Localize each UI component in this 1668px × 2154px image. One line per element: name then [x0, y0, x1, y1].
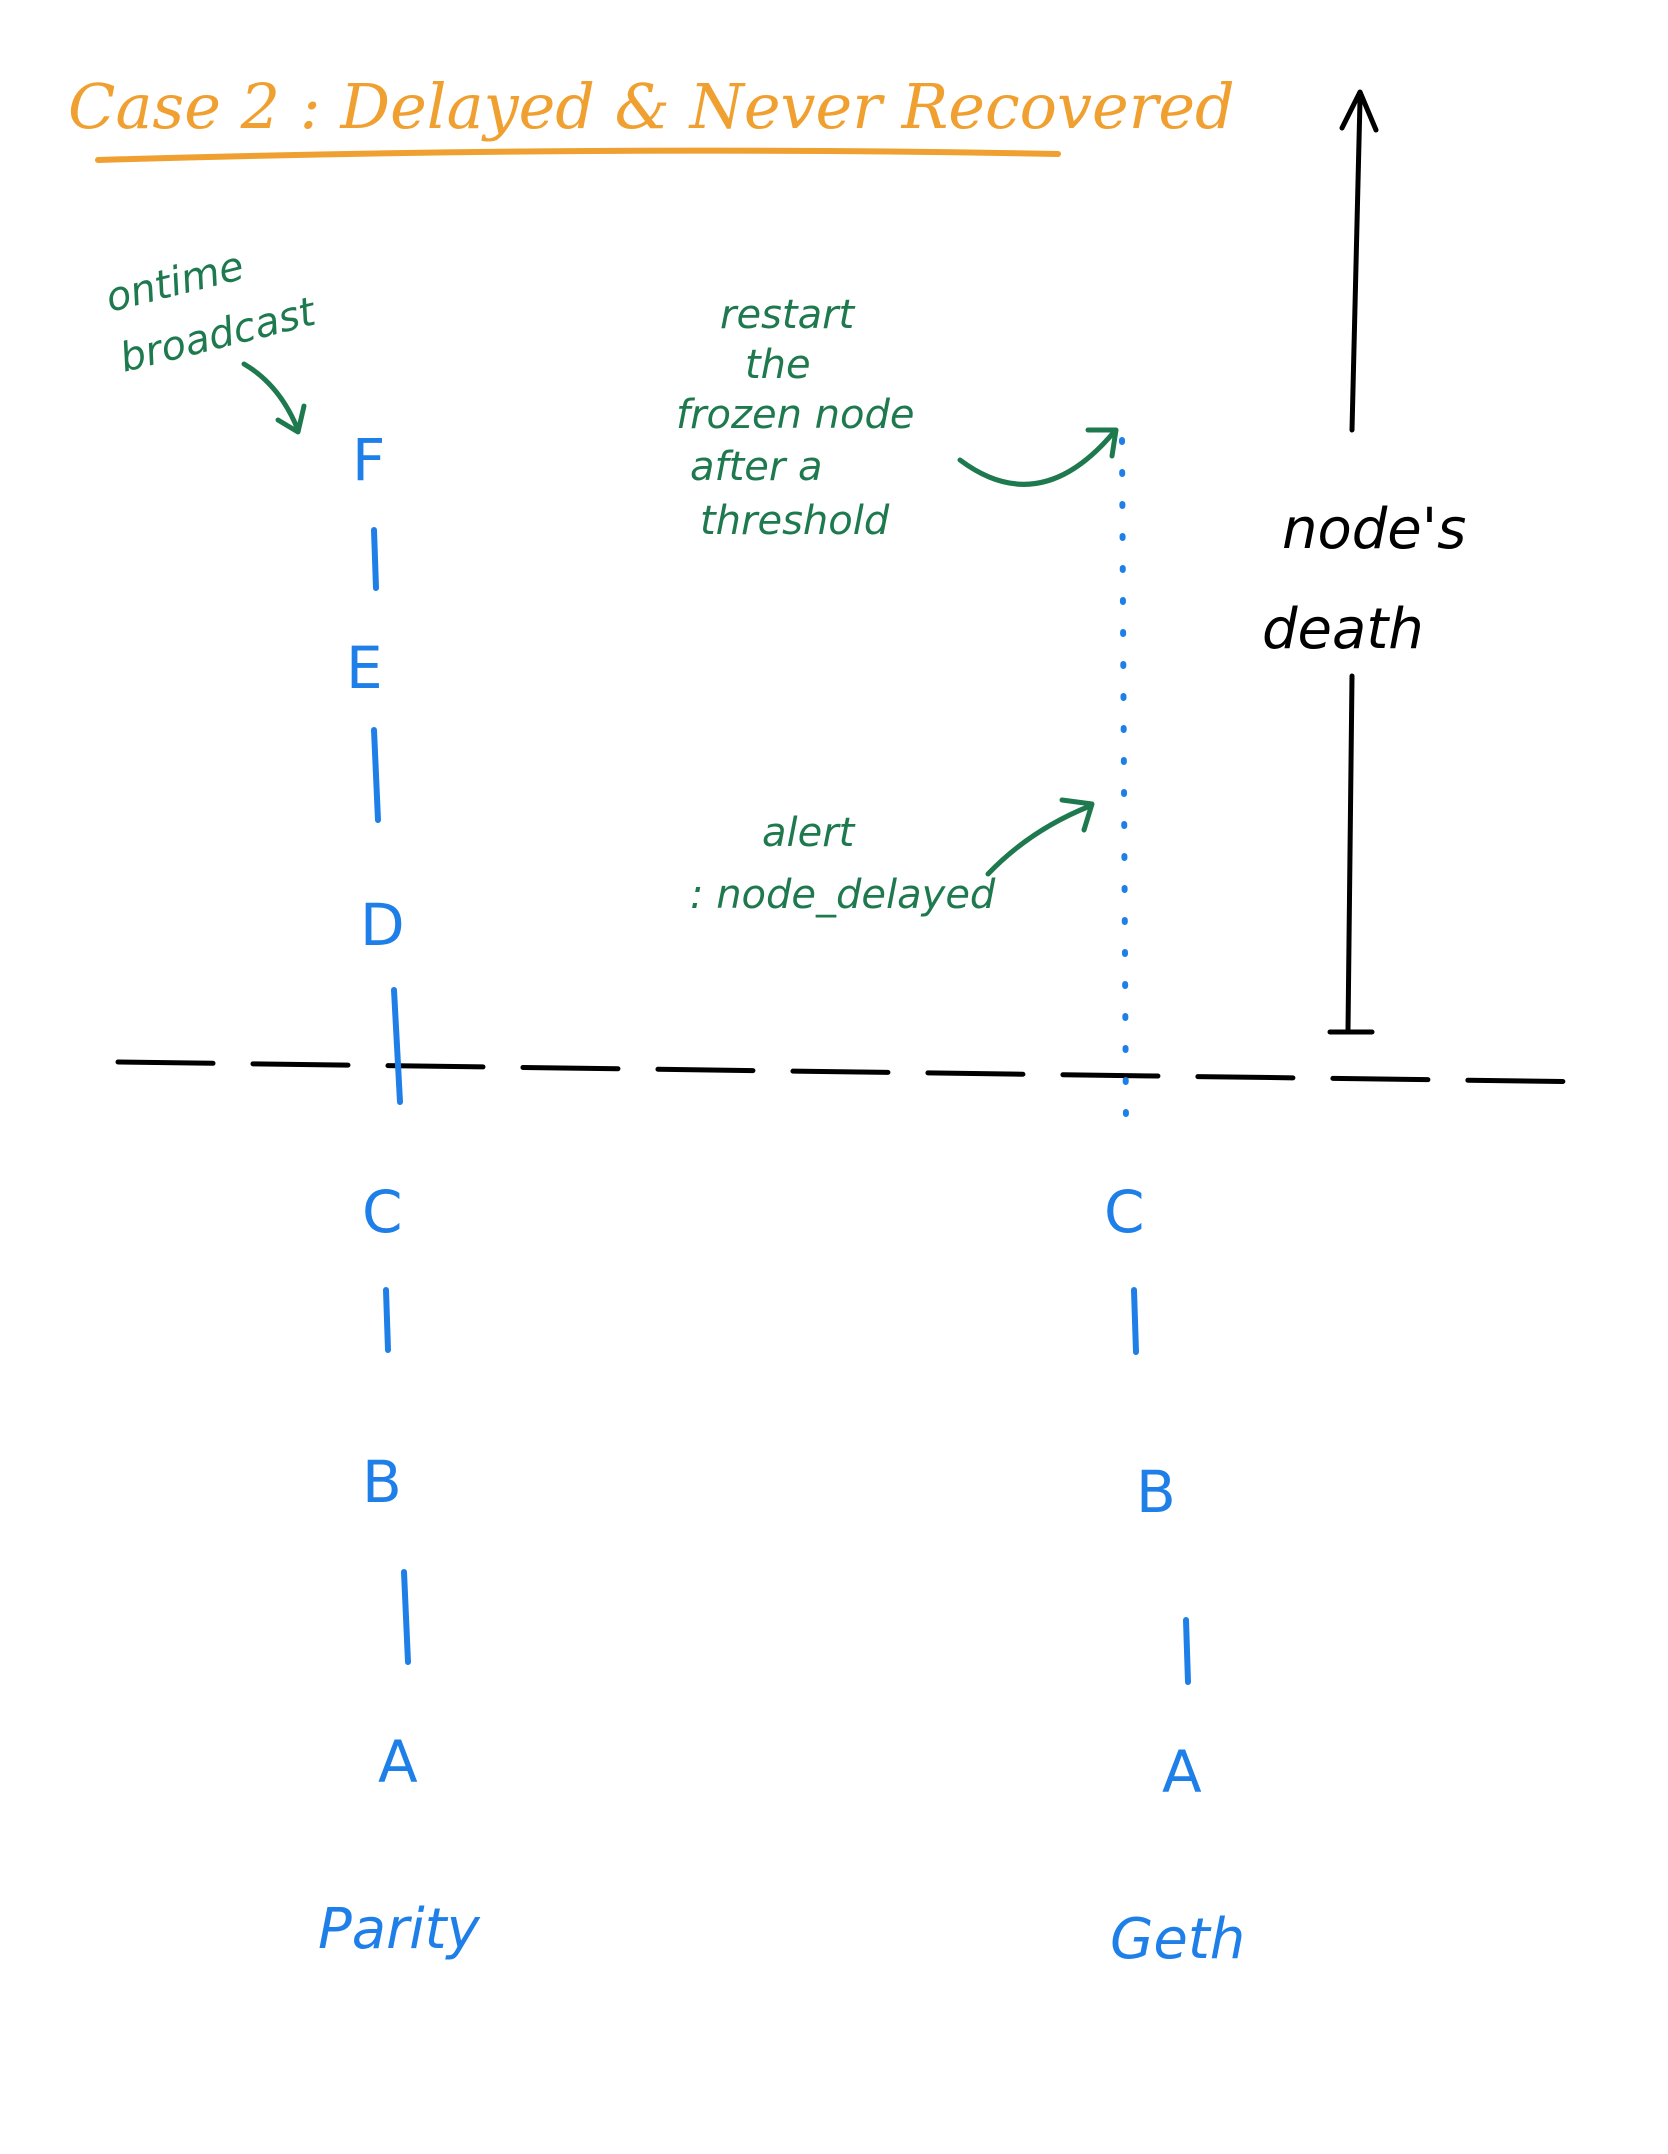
parity-block-f: F	[352, 426, 385, 494]
restart-note-line-3: frozen node	[676, 392, 915, 438]
parity-block-e: E	[346, 634, 383, 702]
alert-note-line-2: : node_delayed	[690, 872, 996, 918]
restart-arrow-head	[1085, 427, 1119, 459]
geth-chain: C B A Geth	[1104, 437, 1245, 1972]
parity-block-a: A	[378, 1728, 418, 1796]
alert-arrow	[985, 803, 1093, 877]
parity-block-c: C	[362, 1178, 403, 1246]
parity-link-b-c	[383, 1287, 391, 1353]
ontime-arrow-head	[275, 403, 307, 435]
death-range-lower-line	[1345, 673, 1355, 1033]
finality-dashed-line	[115, 1059, 1603, 1085]
geth-block-c: C	[1104, 1178, 1145, 1246]
parity-link-c-d	[391, 987, 403, 1105]
alert-arrow-head	[1059, 797, 1095, 833]
ontime-broadcast-note: ontime broadcast	[101, 243, 321, 382]
parity-link-e-f	[371, 527, 379, 591]
diagram-title: Case 2 : Delayed & Never Recovered	[68, 70, 1235, 143]
death-label-line-1: node's	[1282, 497, 1466, 562]
geth-label: Geth	[1110, 1907, 1245, 1972]
geth-link-a-b	[1183, 1617, 1191, 1685]
parity-block-d: D	[360, 891, 405, 959]
geth-block-a: A	[1162, 1738, 1202, 1806]
geth-block-b: B	[1136, 1458, 1176, 1526]
ontime-arrow	[241, 361, 301, 433]
alert-note: alert : node_delayed	[690, 810, 996, 918]
title-underline	[95, 147, 1061, 163]
parity-block-b: B	[362, 1448, 402, 1516]
death-range-upper-line	[1349, 97, 1363, 433]
restart-note-line-1: restart	[720, 292, 856, 338]
geth-link-b-c	[1131, 1287, 1139, 1355]
parity-label: Parity	[318, 1897, 481, 1962]
death-label-line-2: death	[1262, 597, 1424, 662]
restart-note-line-4: after a	[690, 444, 823, 490]
restart-note: restart the frozen node after a threshol…	[676, 292, 915, 544]
alert-note-line-1: alert	[762, 810, 856, 856]
parity-link-d-e	[371, 727, 381, 823]
death-up-arrow-head	[1339, 89, 1379, 133]
restart-note-line-5: threshold	[700, 498, 890, 544]
parity-link-a-b	[401, 1569, 411, 1665]
restart-note-line-2: the	[745, 342, 811, 388]
restart-arrow	[957, 429, 1117, 487]
geth-delayed-dotted-line	[1119, 437, 1129, 1133]
parity-chain: F E D C B A Parity	[318, 426, 481, 1962]
